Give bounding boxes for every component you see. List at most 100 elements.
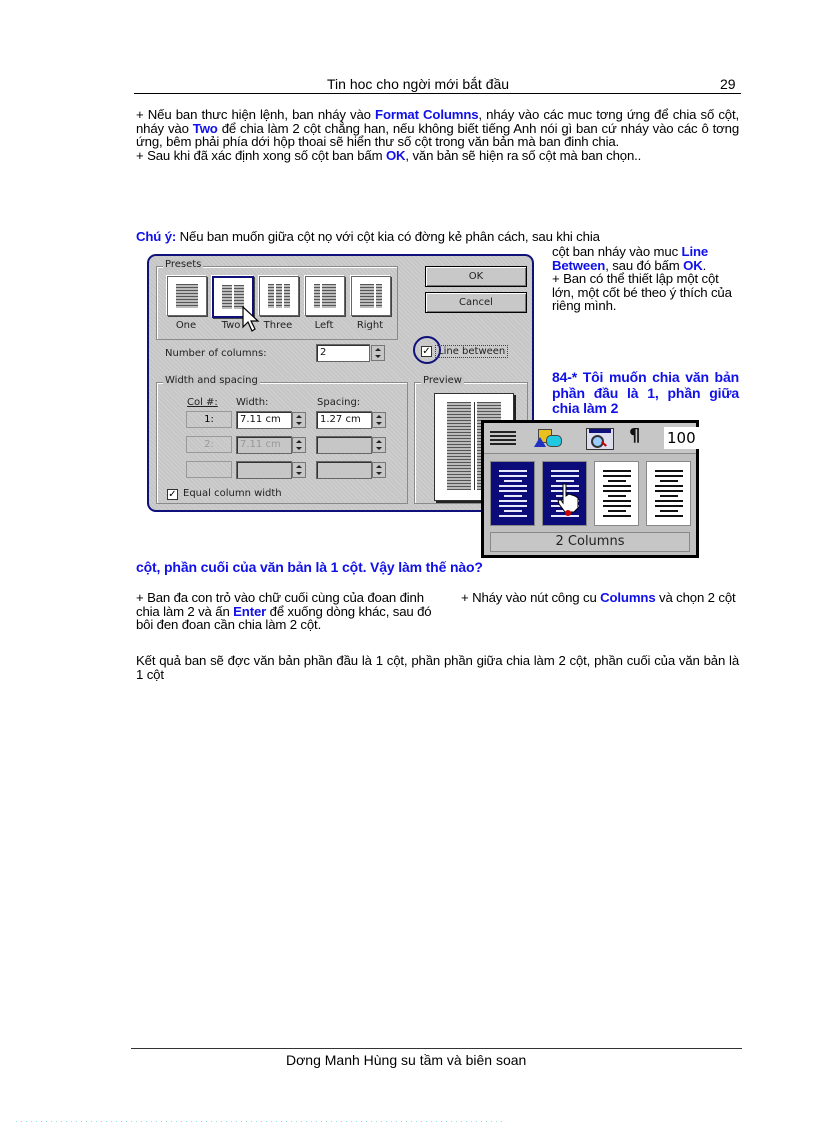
spacing-input-2[interactable] bbox=[316, 436, 372, 454]
note-label: Chú ý: bbox=[136, 229, 177, 244]
presets-group: Presets bbox=[156, 259, 398, 340]
text-run: và chọn 2 cột bbox=[655, 590, 736, 605]
spacing-input-1[interactable]: 1.27 cm bbox=[316, 411, 372, 429]
spacing-header: Spacing: bbox=[317, 397, 361, 408]
column-icon bbox=[234, 285, 244, 309]
page-bottom-edge bbox=[16, 1121, 506, 1122]
highlight-circle bbox=[413, 336, 441, 364]
column-option-3[interactable] bbox=[594, 461, 639, 526]
width-input-1[interactable]: 7.11 cm bbox=[236, 411, 292, 429]
equal-column-width-checkbox[interactable]: ✓ bbox=[167, 489, 178, 500]
question-heading-part1: 84-* Tôi muốn chia văn bản phần đầu là 1… bbox=[552, 369, 739, 416]
column-option-1[interactable] bbox=[490, 461, 535, 526]
answer-left-column: + Ban đa con trỏ vào chữ cuối cùng của đ… bbox=[136, 591, 436, 632]
preset-three[interactable] bbox=[259, 276, 299, 316]
width-spinner-3[interactable] bbox=[292, 462, 306, 478]
note-line: Chú ý: Nếu ban muốn giữa cột nọ với cột … bbox=[136, 230, 746, 244]
preview-line-between bbox=[474, 402, 475, 490]
header-rule bbox=[134, 93, 741, 94]
show-hide-paragraph-icon[interactable]: ¶ bbox=[629, 425, 641, 446]
text-run: , sau đó bấm bbox=[605, 257, 684, 273]
column-icon bbox=[322, 284, 336, 308]
equal-column-width-label: Equal column width bbox=[183, 488, 282, 499]
column-icon bbox=[276, 284, 282, 308]
hand-pointer-icon bbox=[557, 483, 579, 516]
preset-one[interactable] bbox=[167, 276, 207, 316]
text-run: , văn bản sẽ hiện ra số cột mà ban chọn.… bbox=[405, 147, 642, 163]
width-spinner-1[interactable] bbox=[292, 412, 306, 428]
column-icon bbox=[176, 284, 198, 308]
document-map-icon[interactable] bbox=[586, 428, 614, 450]
highlight-ok: OK bbox=[683, 257, 703, 273]
note-side-text: cột ban nháy vào muc Line Between, sau đ… bbox=[552, 245, 740, 313]
text-run: để xuống dòng khác, sau đó bôi đen đoan … bbox=[136, 603, 432, 632]
text-run: , nháy vào các muc tơng ứng để chia số c… bbox=[136, 107, 739, 136]
column-icon bbox=[268, 284, 274, 308]
spacing-input-3[interactable] bbox=[316, 461, 372, 479]
text-run: để chia làm 2 cột chẳng han, nếu không b… bbox=[136, 120, 739, 149]
columns-dialog: Presets One Two Three Left Right OK Canc… bbox=[147, 254, 534, 512]
column-icon bbox=[284, 284, 290, 308]
toolbar-strip: ¶ 100 bbox=[484, 423, 699, 454]
number-of-columns-input[interactable]: 2 bbox=[316, 344, 370, 362]
width-input-2[interactable]: 7.11 cm bbox=[236, 436, 292, 454]
highlight-format-columns: Format Columns bbox=[375, 107, 479, 122]
paragraph-format-columns: + Nếu ban thưc hiện lệnh, ban nháy vào F… bbox=[136, 108, 739, 162]
column-icon bbox=[314, 284, 320, 308]
width-input-3[interactable] bbox=[236, 461, 292, 479]
preset-left[interactable] bbox=[305, 276, 345, 316]
preset-label-right: Right bbox=[356, 320, 384, 331]
width-header: Width: bbox=[236, 397, 269, 408]
highlight-ok: OK bbox=[385, 147, 406, 163]
preview-label: Preview bbox=[421, 375, 464, 386]
preset-right[interactable] bbox=[351, 276, 391, 316]
preset-label-three: Three bbox=[263, 320, 293, 331]
page-number: 29 bbox=[720, 76, 736, 92]
column-option-2[interactable] bbox=[542, 461, 587, 526]
preset-label-left: Left bbox=[314, 320, 334, 331]
column-icon bbox=[376, 284, 382, 308]
column-icon bbox=[222, 285, 232, 309]
number-of-columns-spinner[interactable] bbox=[371, 345, 385, 361]
width-spinner-2[interactable] bbox=[292, 437, 306, 453]
spacing-spinner-1[interactable] bbox=[372, 412, 386, 428]
spacing-spinner-3[interactable] bbox=[372, 462, 386, 478]
columns-status-label: 2 Columns bbox=[490, 532, 690, 552]
column-option-4[interactable] bbox=[646, 461, 691, 526]
page-footer-text: Dơng Manh Hùng su tầm và biên soan bbox=[286, 1052, 527, 1068]
question-heading-part2: cột, phần cuối của văn bản là 1 cột. Vậy… bbox=[136, 559, 483, 575]
text-run: Nếu ban muốn giữa cột nọ với cột kia có … bbox=[176, 229, 600, 244]
spacing-spinner-2[interactable] bbox=[372, 437, 386, 453]
col-number-2: 2: bbox=[186, 436, 232, 453]
footer-rule bbox=[131, 1048, 742, 1049]
number-of-columns-label: Number of columns: bbox=[165, 348, 267, 359]
columns-toolbar-popup: ¶ 100 2 Columns bbox=[481, 420, 699, 558]
text-run: + Ban đa con trỏ vào chữ cuối cùng của đ… bbox=[136, 590, 424, 619]
highlight-two: Two bbox=[192, 120, 218, 136]
line-between-label: Line between bbox=[435, 345, 509, 358]
text-run: . bbox=[702, 257, 707, 273]
preview-column bbox=[447, 402, 471, 490]
width-spacing-label: Width and spacing bbox=[163, 375, 260, 386]
highlight-columns: Columns bbox=[600, 590, 656, 605]
preset-label-one: One bbox=[175, 320, 197, 331]
answer-right-column: + Nháy vào nút công cu Columns và chọn 2… bbox=[461, 591, 741, 605]
presets-label: Presets bbox=[163, 259, 204, 270]
preset-label-two: Two bbox=[221, 320, 241, 331]
text-run: cột ban nháy vào muc bbox=[552, 244, 682, 259]
page-header-title: Tin hoc cho ngời mới bắt đầu bbox=[327, 76, 510, 92]
mouse-pointer-icon bbox=[242, 306, 260, 332]
text-run: + Sau khi đã xác định xong số cột ban bấ… bbox=[136, 147, 386, 163]
cancel-button[interactable]: Cancel bbox=[425, 292, 527, 313]
drawing-icon[interactable] bbox=[534, 427, 562, 449]
line-between-checkbox[interactable]: ✓ bbox=[421, 346, 432, 357]
text-run: + Nếu ban thưc hiện lệnh, ban nháy vào bbox=[136, 107, 376, 122]
highlight-line-between: Line Between bbox=[552, 244, 709, 273]
answer-result: Kết quả ban sẽ đợc văn bản phần đầu là 1… bbox=[136, 653, 739, 682]
columns-tool-icon[interactable] bbox=[490, 431, 516, 445]
ok-button[interactable]: OK bbox=[425, 266, 527, 287]
col-number-3 bbox=[186, 461, 232, 478]
col-number-1: 1: bbox=[186, 411, 232, 428]
zoom-input[interactable]: 100 bbox=[664, 427, 699, 449]
text-run: + Ban có thể thiết lập một cột lớn, một … bbox=[552, 271, 732, 313]
